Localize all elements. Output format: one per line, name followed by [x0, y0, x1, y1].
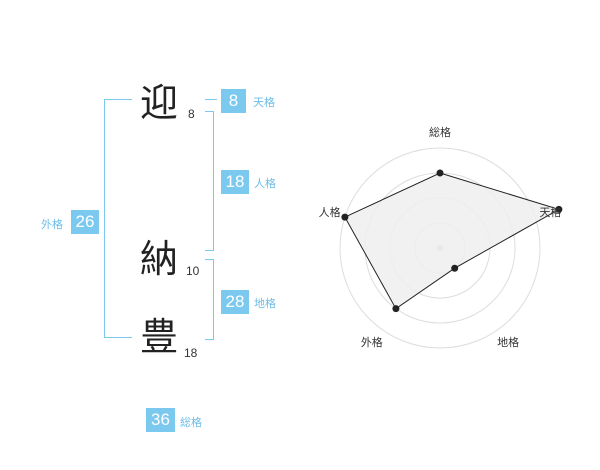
radar-axis-label-5: 人格 — [319, 205, 341, 219]
gaikaku-label: 外格 — [41, 218, 63, 231]
radar-point-2 — [555, 205, 563, 213]
jinkaku-bracket-bottom — [205, 250, 214, 251]
chikaku-bracket-bottom — [205, 339, 214, 340]
name-char-2-strokes: 10 — [186, 264, 200, 278]
tenkaku-connector — [205, 99, 217, 100]
radar-point-3 — [451, 264, 459, 272]
name-char-1: 迎 — [140, 81, 179, 125]
name-char-3: 豊 — [140, 315, 179, 359]
soukaku-label: 総格 — [180, 416, 202, 429]
jinkaku-bracket-vertical — [213, 111, 214, 250]
radar-axis-label-1: 総格 — [429, 125, 451, 139]
chikaku-value-badge: 28 — [221, 290, 249, 314]
gaikaku-bracket-bottom — [104, 337, 132, 338]
chikaku-bracket-vertical — [213, 259, 214, 339]
name-char-2: 納 — [140, 237, 179, 281]
gaikaku-value-badge: 26 — [71, 210, 99, 234]
jinkaku-bracket-top — [205, 111, 214, 112]
radar-polygon — [344, 172, 561, 310]
soukaku-value-badge: 36 — [146, 408, 175, 432]
jinkaku-value-badge: 18 — [221, 170, 249, 194]
chikaku-bracket-top — [205, 259, 214, 260]
radar-axis-label-3: 地格 — [497, 335, 519, 349]
radar-axis-label-4: 外格 — [361, 335, 383, 349]
tenkaku-value-badge: 8 — [221, 89, 246, 113]
radar-point-4 — [392, 305, 400, 313]
tenkaku-label: 天格 — [253, 96, 275, 109]
radar-point-1 — [436, 169, 444, 177]
radar-axis-label-2: 天格 — [539, 205, 561, 219]
radar-point-5 — [341, 213, 349, 221]
gaikaku-bracket-vertical — [104, 99, 105, 337]
name-char-1-strokes: 8 — [188, 107, 195, 121]
chikaku-label: 地格 — [254, 297, 276, 310]
radar-ring-4 — [339, 147, 541, 349]
name-char-3-strokes: 18 — [184, 346, 198, 360]
gaikaku-bracket-top — [104, 99, 132, 100]
jinkaku-label: 人格 — [254, 177, 276, 190]
